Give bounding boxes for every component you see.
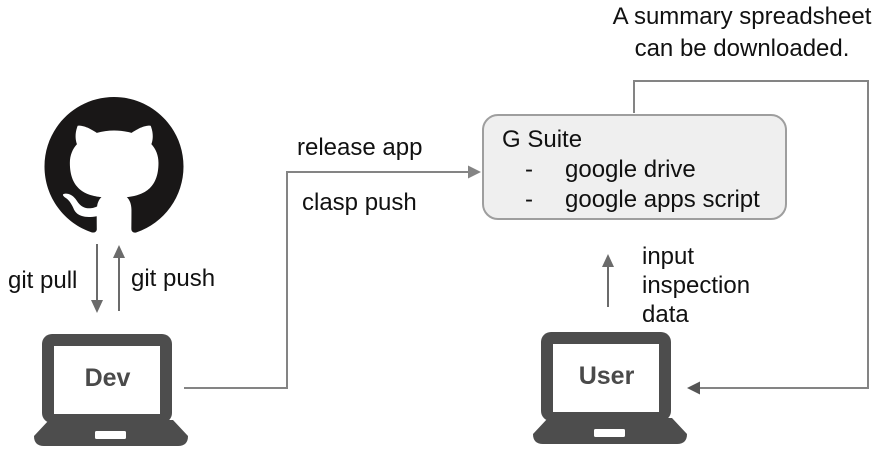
gsuite-item-google-apps-script: - google apps script [525, 185, 785, 215]
release-app-label: release app [297, 134, 423, 161]
input-label-line2: inspection [642, 272, 751, 299]
gsuite-box: G Suite - google drive - google apps scr… [482, 114, 787, 220]
summary-note: A summary spreadsheet can be downloaded. [592, 1, 892, 65]
gsuite-item-label: google apps script [565, 186, 760, 213]
gsuite-item-google-drive: - google drive [525, 155, 785, 185]
laptop-icon [533, 332, 687, 444]
input-data-arrow [602, 254, 614, 307]
gsuite-title: G Suite [502, 126, 583, 153]
input-label-line1: input [642, 243, 695, 270]
dev-laptop: Dev [33, 334, 189, 446]
github-icon [44, 97, 184, 233]
input-label-line3: data [642, 301, 689, 328]
gsuite-item-label: google drive [565, 156, 696, 183]
laptop-icon [34, 334, 188, 446]
user-laptop-label: User [578, 362, 635, 390]
bullet-dash: - [525, 186, 533, 213]
git-pull-arrow [91, 244, 103, 313]
summary-note-line1: A summary spreadsheet [612, 3, 872, 30]
dev-laptop-label: Dev [84, 364, 131, 392]
git-push-label: git push [131, 265, 216, 292]
git-pull-label: git pull [8, 267, 78, 294]
summary-note-line2: can be downloaded. [634, 35, 850, 62]
user-laptop: User [532, 332, 688, 444]
git-push-arrow [113, 245, 125, 311]
bullet-dash: - [525, 156, 533, 183]
clasp-push-label: clasp push [302, 189, 417, 216]
input-inspection-data-label: input inspection data [642, 242, 750, 329]
